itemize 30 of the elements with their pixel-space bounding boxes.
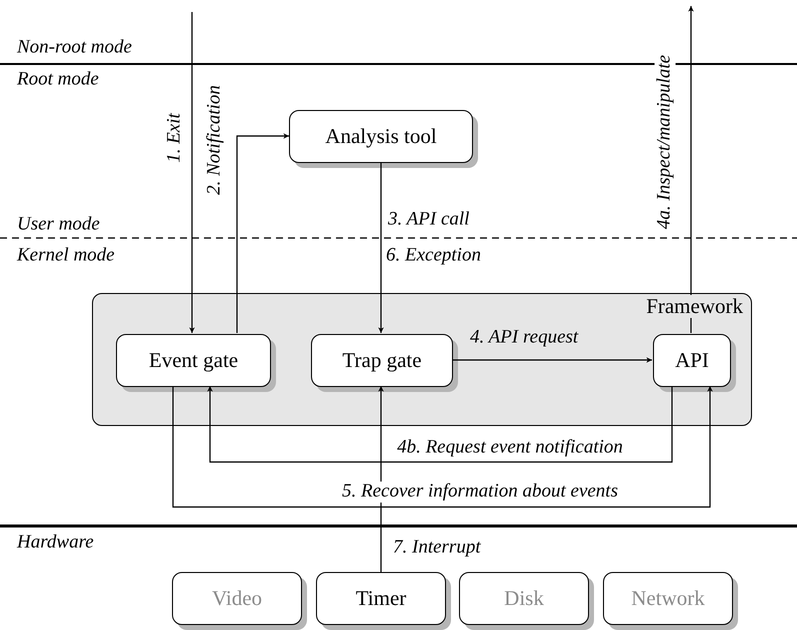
arrow <box>378 386 384 572</box>
edge-label: 2. Notification <box>204 83 226 197</box>
framework-panel <box>92 293 752 426</box>
arrow <box>688 6 694 333</box>
edge-label: 5. Recover information about events <box>340 482 620 502</box>
edge-label: 4. API request <box>468 328 580 348</box>
mode-label: Non-root mode <box>17 38 132 58</box>
arrow <box>189 12 195 333</box>
box-label: Trap gate <box>342 348 422 373</box>
mode-label: Hardware <box>17 532 94 554</box>
box-label: Analysis tool <box>325 124 437 149</box>
arrow <box>172 386 713 508</box>
box-label: Network <box>631 586 705 611</box>
box-label: Video <box>212 586 262 611</box>
arrow <box>452 357 652 363</box>
edge-label: 4a. Inspect/manipulate <box>654 52 676 232</box>
mode-label: User mode <box>17 214 100 236</box>
box-label: Timer <box>356 586 406 611</box>
group-title: Framework <box>644 295 745 318</box>
step-label: 6. Exception <box>386 246 481 266</box>
edge-label: 7. Interrupt <box>391 538 483 558</box>
mode-label: Root mode <box>17 70 99 90</box>
box-label: API <box>675 348 709 373</box>
arrow <box>207 386 673 463</box>
arrow <box>236 133 289 333</box>
box-label: Event gate <box>148 348 238 373</box>
arrow <box>378 163 384 333</box>
box-label: Disk <box>504 586 544 611</box>
edge-label: 4b. Request event notification <box>395 438 625 458</box>
mode-label: Kernel mode <box>17 246 115 266</box>
